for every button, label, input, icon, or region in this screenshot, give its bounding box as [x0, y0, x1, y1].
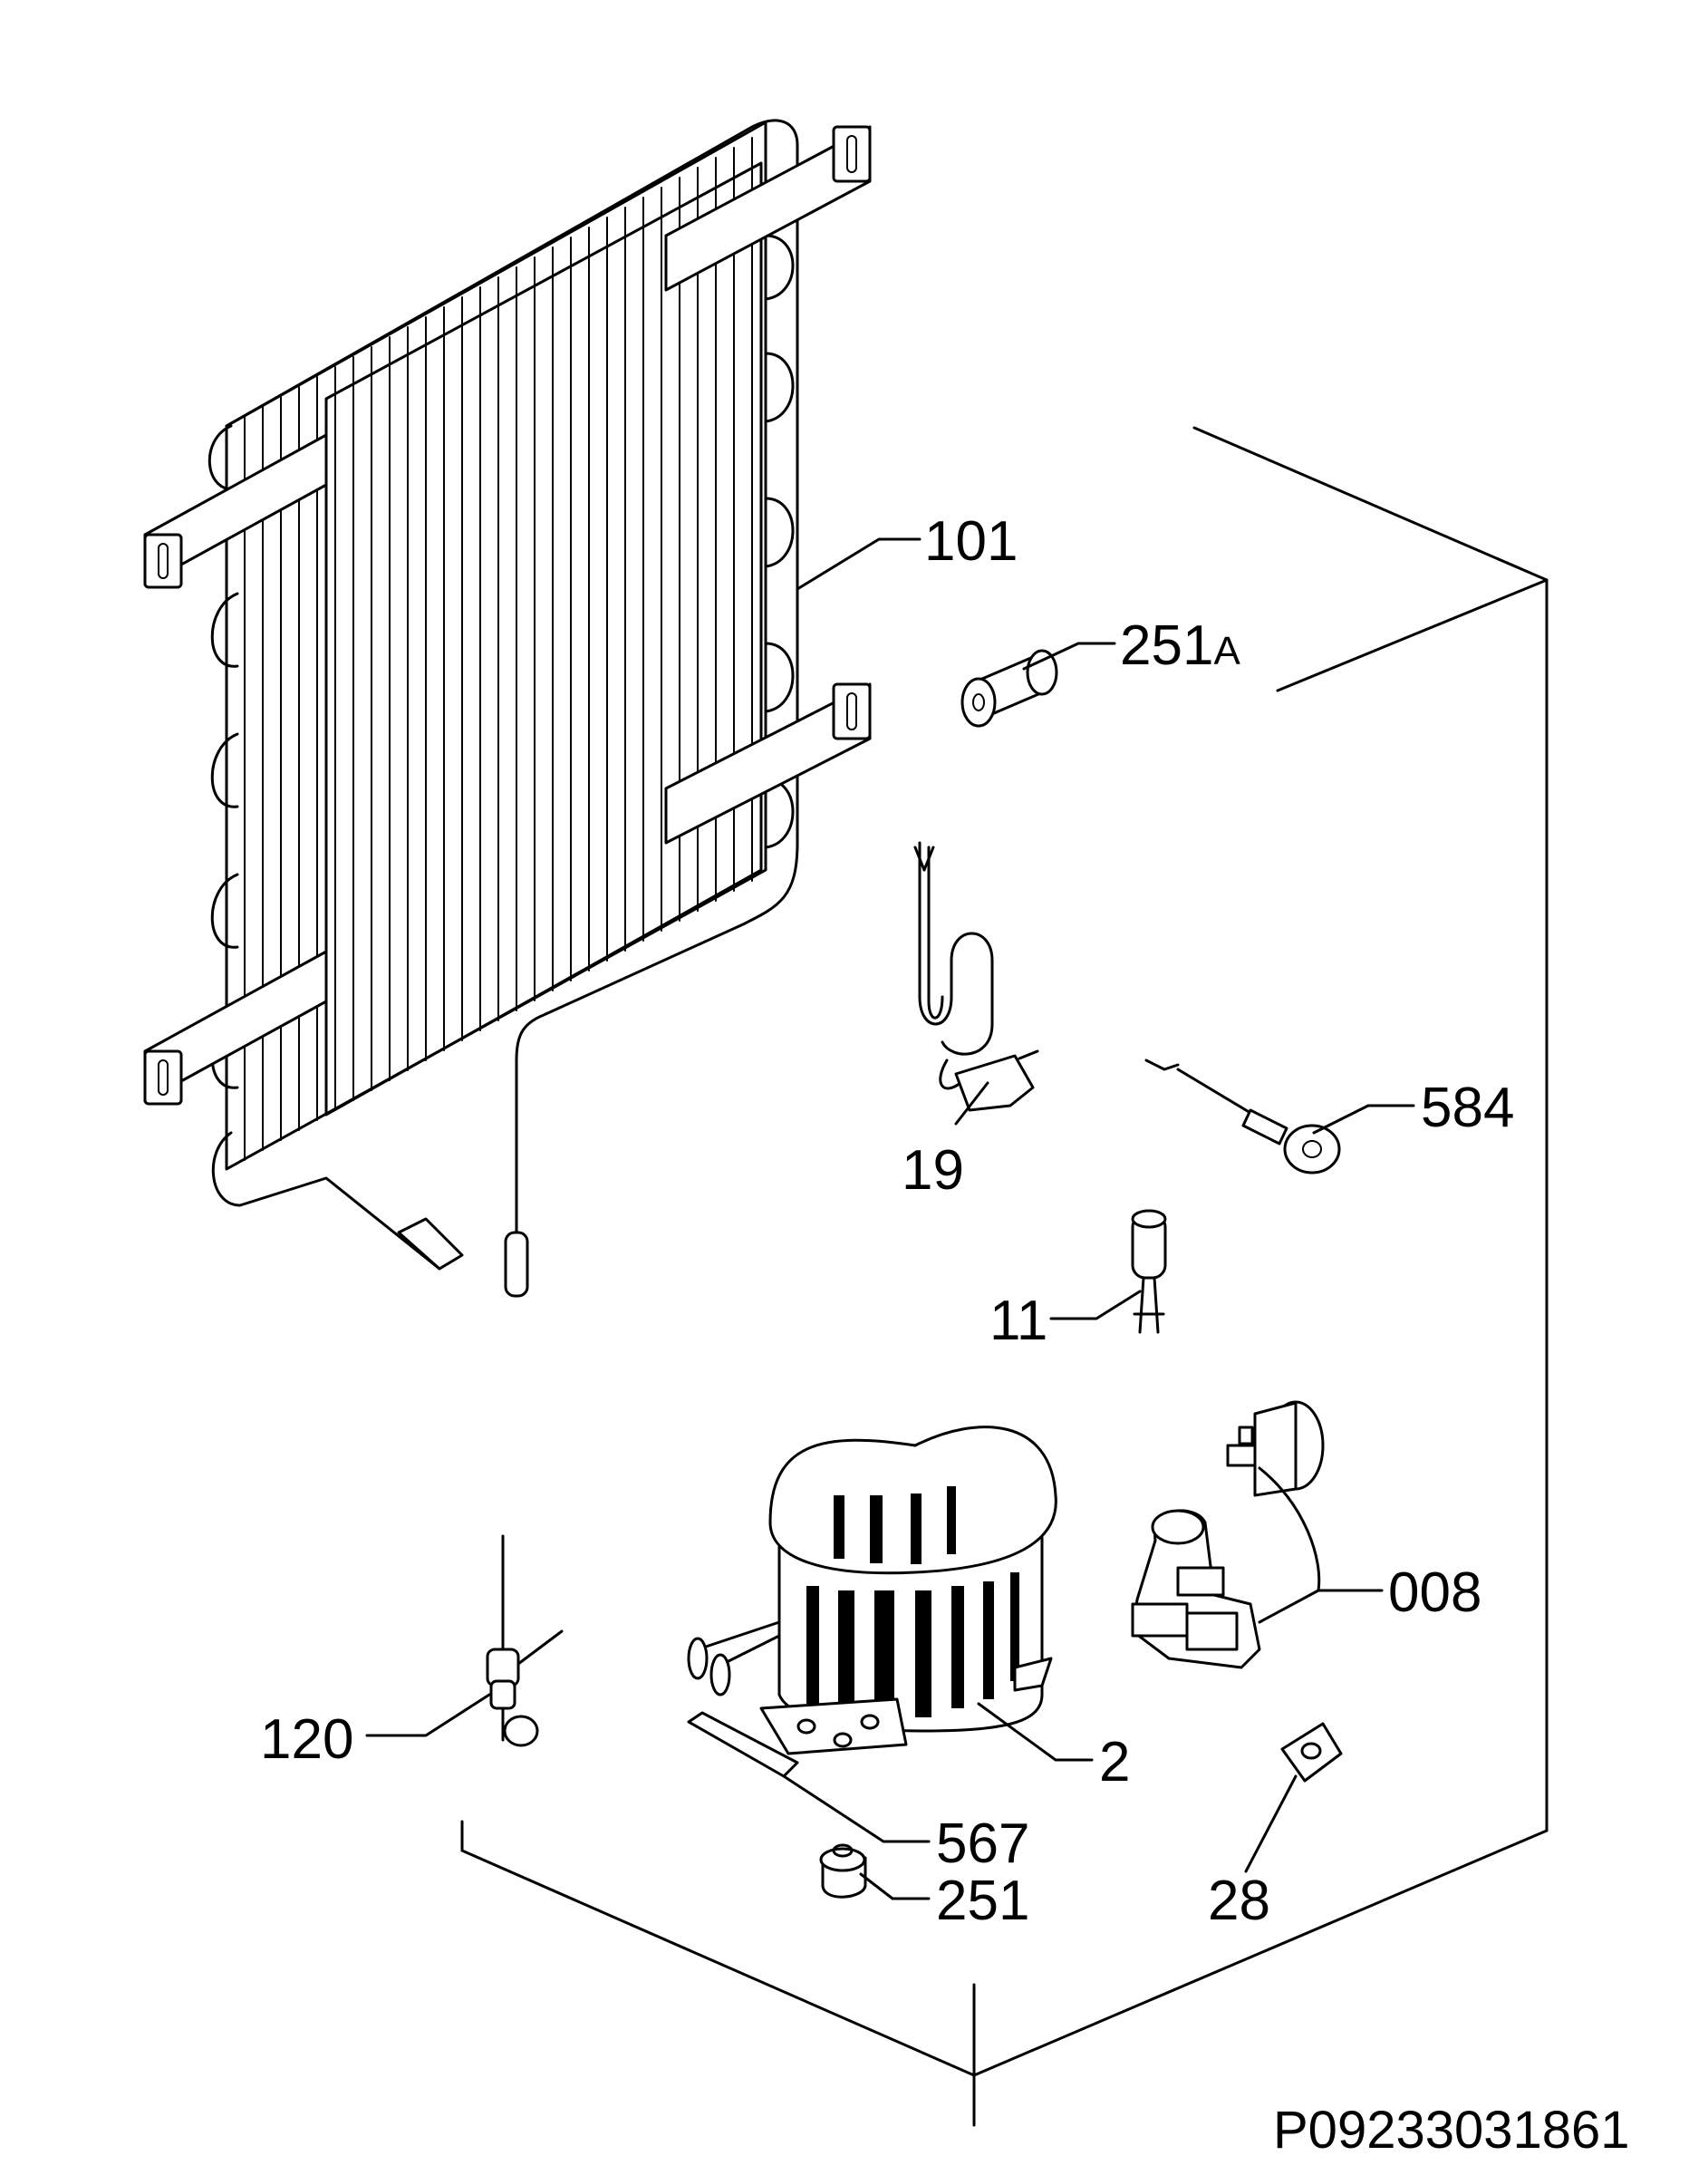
label-insulation-sleeve: 251 [1120, 614, 1213, 677]
label-mounting-plate: 567 [936, 1812, 1029, 1875]
label-sensor: 584 [1421, 1077, 1514, 1139]
document-code: P09233031861 [1273, 2101, 1630, 2160]
mounting-plate-part [687, 1711, 799, 1778]
relay-set-part [1131, 1400, 1325, 1669]
condenser-bracket [664, 125, 872, 292]
label-relay-set: 008 [1388, 1561, 1481, 1624]
insulation-sleeve-part [960, 649, 1058, 728]
power-cord-part [913, 841, 1039, 1112]
condenser [143, 119, 872, 1298]
compressor-part [687, 1426, 1057, 1755]
label-capacitor: 11 [989, 1290, 1047, 1352]
label-power-cord: 19 [902, 1139, 964, 1202]
label-grommet: 251 [936, 1870, 1029, 1932]
clip-part [1280, 1722, 1343, 1783]
cabinet-outline [460, 426, 1549, 2127]
drier-part [486, 1534, 564, 1747]
label-drier: 120 [260, 1708, 353, 1771]
label-clip: 28 [1208, 1870, 1270, 1932]
leader-lines [365, 537, 1415, 1900]
part-labels: 101 251A 19 584 11 008 120 2 567 251 28 [260, 510, 1514, 1932]
sensor-part [1144, 1058, 1341, 1174]
label-condenser: 101 [924, 510, 1018, 573]
label-compressor: 2 [1099, 1731, 1130, 1793]
label-insulation-sleeve-suffix: A [1213, 629, 1240, 673]
grommet-part [819, 1843, 867, 1899]
capacitor-part [1131, 1209, 1167, 1334]
compressor-shading [806, 1486, 1019, 1717]
condenser-bracket [143, 950, 328, 1106]
condenser-bracket [664, 682, 872, 845]
condenser-bracket [143, 433, 328, 589]
svg-text:251A: 251A [1120, 614, 1240, 677]
